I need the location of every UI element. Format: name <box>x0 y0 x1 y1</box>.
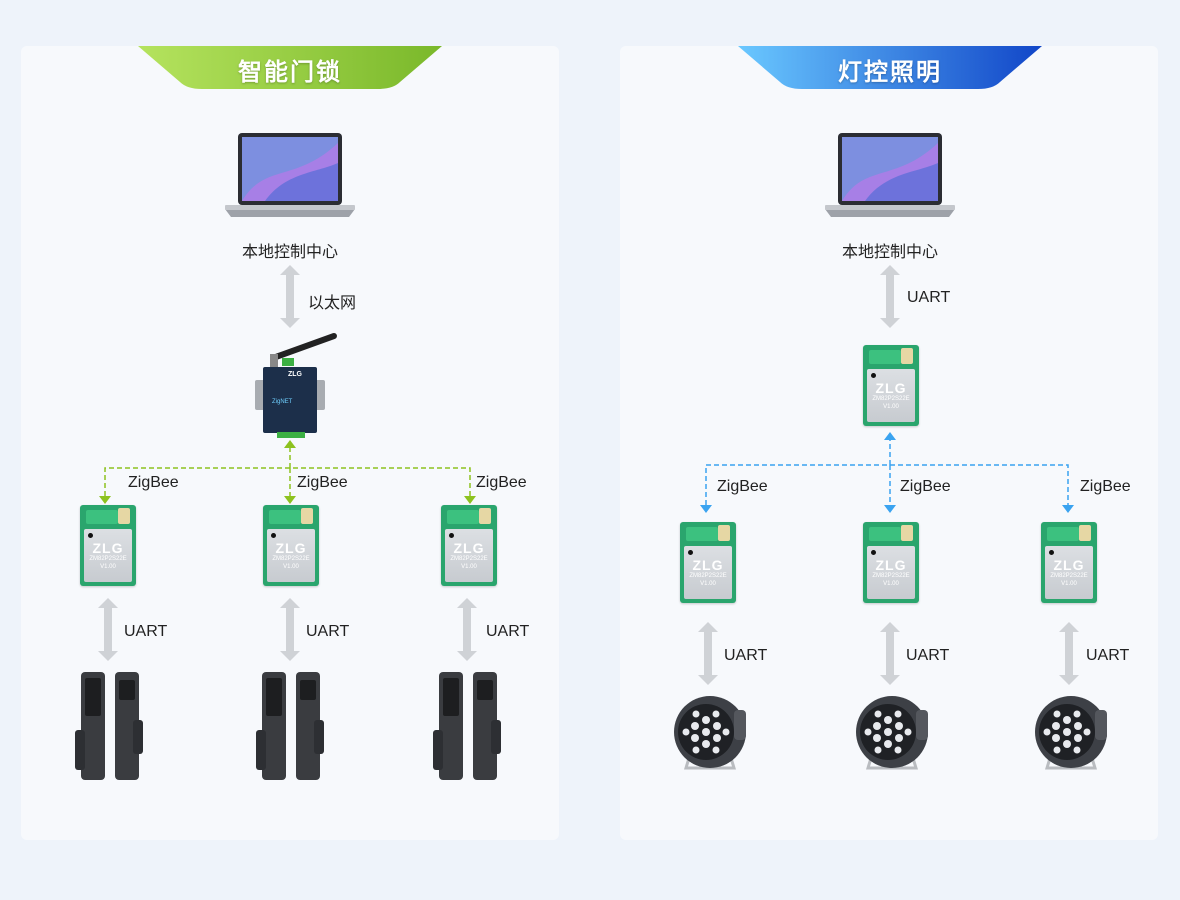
uart-label: UART <box>306 623 350 640</box>
module-version: V1.00 <box>883 404 899 410</box>
uart-arrow <box>880 622 900 685</box>
module-logo: ZLG <box>875 380 907 396</box>
pin1-dot <box>1049 550 1054 555</box>
control-center-label: 本地控制中心 <box>841 244 939 261</box>
module-version: V1.00 <box>883 581 899 587</box>
zigbee-module: ZLG ZM82P2S22E V1.00 <box>441 505 497 586</box>
uart-arrow <box>1059 622 1079 685</box>
pin1-dot <box>871 550 876 555</box>
module-logo: ZLG <box>92 540 124 556</box>
module-logo: ZLG <box>1053 557 1085 573</box>
module-shield: ZLG ZM82P2S22E V1.00 <box>867 546 915 599</box>
zigbee-links-right <box>705 438 1069 505</box>
uart-label: UART <box>124 623 168 640</box>
module-logo: ZLG <box>275 540 307 556</box>
antenna-trace <box>269 510 301 524</box>
control-center-label: 本地控制中心 <box>241 244 339 261</box>
module-shield: ZLG ZM82P2S22E V1.00 <box>267 529 315 582</box>
module-version: V1.00 <box>100 564 116 570</box>
antenna-connector <box>479 508 491 524</box>
zigbee-module: ZLG ZM82P2S22E V1.00 <box>263 505 319 586</box>
pin1-dot <box>88 533 93 538</box>
smart-lock-title: 智能门锁 <box>238 59 342 86</box>
spotlight-icon <box>672 694 748 770</box>
module-part-number: ZM82P2S22E <box>872 573 910 579</box>
antenna-connector <box>718 525 730 541</box>
module-logo: ZLG <box>875 557 907 573</box>
lighting-banner: 灯控照明 <box>738 46 1042 90</box>
module-part-number: ZM82P2S22E <box>872 396 910 402</box>
gateway-model: ZigNET <box>272 399 293 405</box>
zigbee-label: ZigBee <box>297 474 348 491</box>
zigbee-label: ZigBee <box>476 474 527 491</box>
antenna-connector <box>1079 525 1091 541</box>
laptop-icon <box>825 133 955 217</box>
spotlight-icon <box>854 694 930 770</box>
zigbee-label: ZigBee <box>717 478 768 495</box>
zigbee-links-left <box>104 446 471 496</box>
module-shield: ZLG ZM82P2S22E V1.00 <box>84 529 132 582</box>
uart-label: UART <box>486 623 530 640</box>
module-part-number: ZM82P2S22E <box>1050 573 1088 579</box>
antenna-connector <box>901 525 913 541</box>
zigbee-label: ZigBee <box>128 474 179 491</box>
zigbee-label: ZigBee <box>1080 478 1131 495</box>
zigbee-gateway-icon <box>255 333 337 438</box>
antenna-trace <box>686 527 718 541</box>
module-part-number: ZM82P2S22E <box>689 573 727 579</box>
uart-arrow <box>98 598 118 661</box>
module-shield: ZLG ZM82P2S22E V1.00 <box>1045 546 1093 599</box>
zigbee-module: ZLG ZM82P2S22E V1.00 <box>863 345 919 426</box>
door-lock-icon <box>433 672 501 780</box>
module-part-number: ZM82P2S22E <box>89 556 127 562</box>
zigbee-module: ZLG ZM82P2S22E V1.00 <box>863 522 919 603</box>
module-version: V1.00 <box>1061 581 1077 587</box>
zigbee-module: ZLG ZM82P2S22E V1.00 <box>1041 522 1097 603</box>
uart-label: UART <box>906 647 950 664</box>
spotlight-icon <box>1033 694 1109 770</box>
uart-label: UART <box>907 289 951 306</box>
ethernet-label: 以太网 <box>308 295 357 312</box>
antenna-connector <box>301 508 313 524</box>
pin1-dot <box>871 373 876 378</box>
antenna-connector <box>118 508 130 524</box>
pin1-dot <box>271 533 276 538</box>
module-logo: ZLG <box>453 540 485 556</box>
pin1-dot <box>688 550 693 555</box>
module-version: V1.00 <box>700 581 716 587</box>
module-version: V1.00 <box>461 564 477 570</box>
module-logo: ZLG <box>692 557 724 573</box>
zigbee-module: ZLG ZM82P2S22E V1.00 <box>680 522 736 603</box>
lighting-title: 灯控照明 <box>838 59 942 86</box>
antenna-trace <box>1047 527 1079 541</box>
antenna-connector <box>901 348 913 364</box>
door-lock-icon <box>256 672 324 780</box>
antenna-trace <box>869 350 901 364</box>
module-shield: ZLG ZM82P2S22E V1.00 <box>867 369 915 422</box>
pin1-dot <box>449 533 454 538</box>
module-part-number: ZM82P2S22E <box>272 556 310 562</box>
zigbee-module: ZLG ZM82P2S22E V1.00 <box>80 505 136 586</box>
module-shield: ZLG ZM82P2S22E V1.00 <box>684 546 732 599</box>
zigbee-label: ZigBee <box>900 478 951 495</box>
uart-label: UART <box>1086 647 1130 664</box>
ethernet-arrow <box>280 265 300 328</box>
laptop-icon <box>225 133 355 217</box>
antenna-trace <box>869 527 901 541</box>
module-shield: ZLG ZM82P2S22E V1.00 <box>445 529 493 582</box>
uart-arrow <box>698 622 718 685</box>
antenna-trace <box>86 510 118 524</box>
antenna-trace <box>447 510 479 524</box>
uart-label: UART <box>724 647 768 664</box>
gateway-brand: ZLG <box>288 371 302 378</box>
module-part-number: ZM82P2S22E <box>450 556 488 562</box>
uart-arrow <box>457 598 477 661</box>
smart-lock-banner: 智能门锁 <box>138 46 442 90</box>
module-version: V1.00 <box>283 564 299 570</box>
uart-arrow <box>280 598 300 661</box>
door-lock-icon <box>75 672 143 780</box>
uart-arrow <box>880 265 900 328</box>
